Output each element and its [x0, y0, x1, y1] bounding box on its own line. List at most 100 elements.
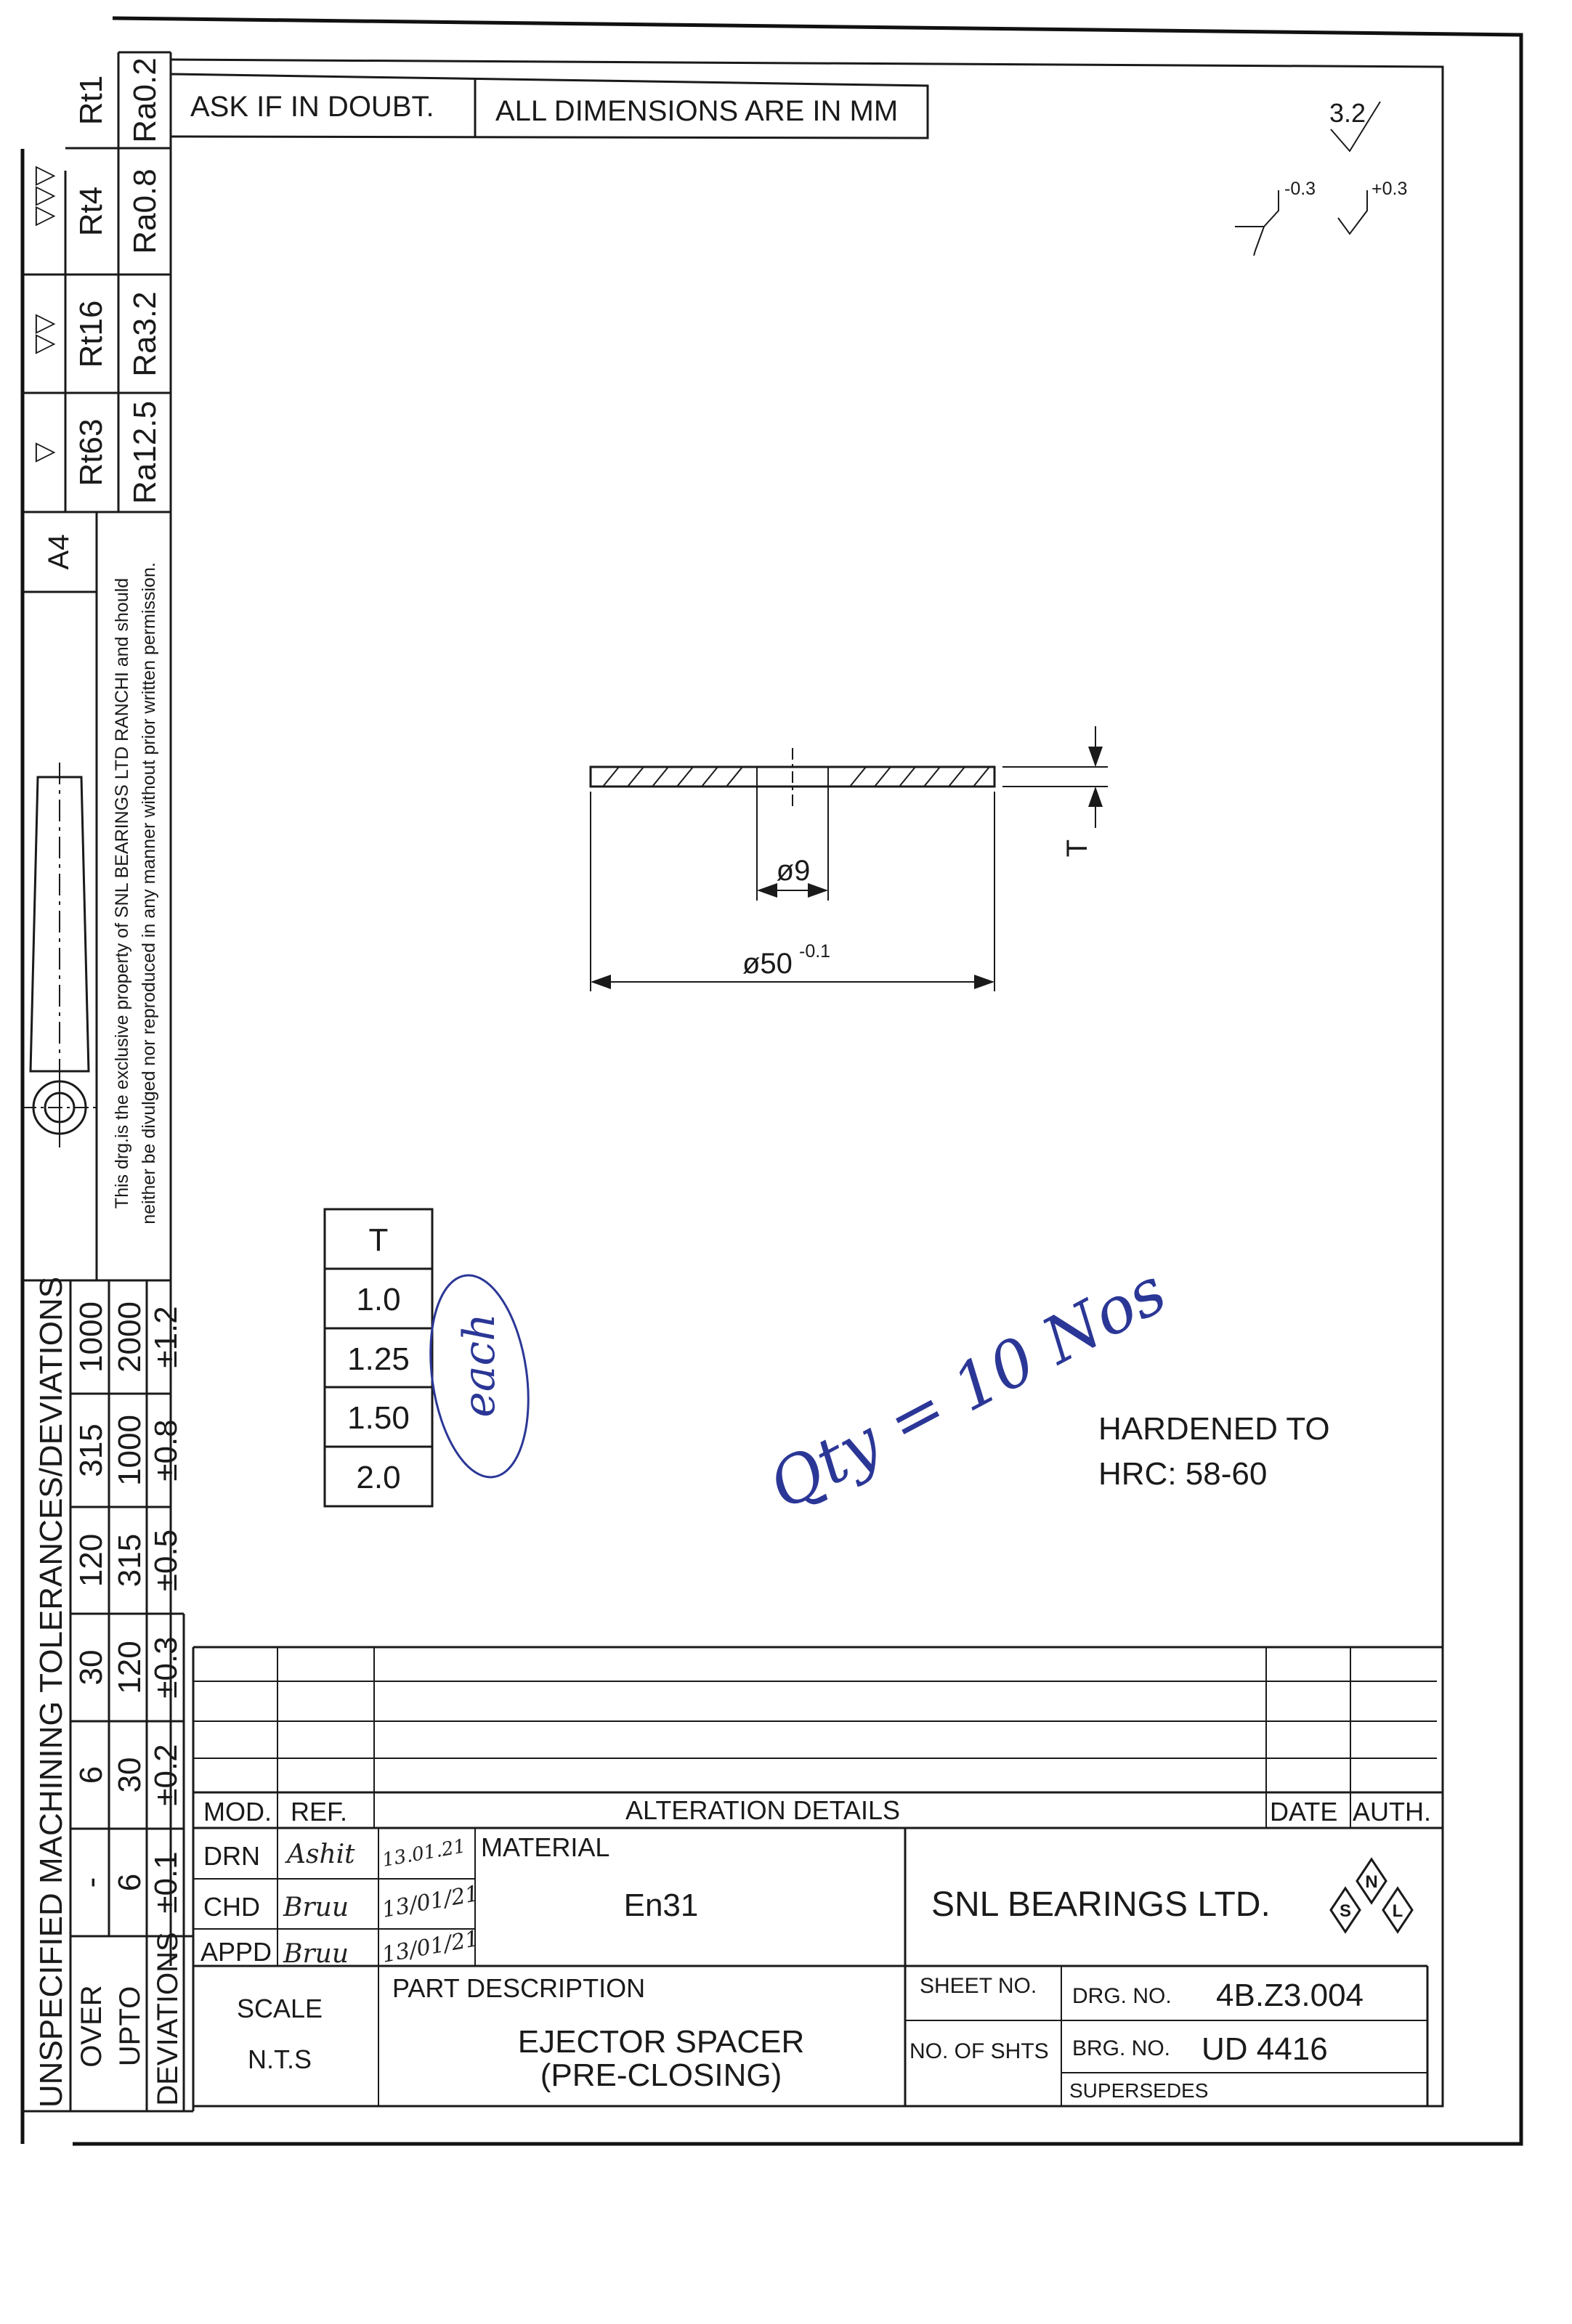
roughness-symbol-icon: ▽▽▽	[28, 166, 58, 226]
thickness-value: 1.50	[347, 1400, 410, 1436]
no-of-sheets-label: NO. OF SHTS	[909, 2039, 1049, 2063]
rt-value: Rt63	[73, 419, 109, 487]
handwritten-notes: each Qty = 10 Nos	[429, 1253, 1178, 1524]
tolerance-upto-value: 120	[112, 1641, 147, 1694]
svg-text:L: L	[1393, 1901, 1403, 1921]
roughness-table: ▽▽▽ ▽▽ ▽ Rt1 Rt4 Rt16 Rt63 Ra0.2 Ra0.8 R…	[23, 51, 172, 513]
ra-value: Ra3.2	[127, 291, 163, 376]
hatch-line	[676, 766, 694, 787]
ra-value: Ra12.5	[127, 401, 163, 504]
tolerance-over-value: 6	[73, 1766, 109, 1784]
mod-header: MOD.	[203, 1797, 272, 1827]
tolerance-dev-value: ±0.1	[148, 1851, 184, 1913]
drn-label: DRN	[203, 1841, 260, 1871]
svg-text:S: S	[1340, 1901, 1351, 1921]
property-notice-line1: This drg.is the exclusive property of SN…	[112, 578, 132, 1208]
ra-value: Ra0.2	[127, 57, 163, 142]
drg-no-label: DRG. NO.	[1072, 1984, 1172, 2008]
sheet-no-label: SHEET NO.	[920, 1974, 1037, 1998]
tolerance-dev-value: ±1.2	[148, 1306, 184, 1368]
hardening-note-line1: HARDENED TO	[1098, 1411, 1330, 1447]
tolerance-dev-value: ±0.5	[148, 1529, 184, 1591]
roughness-symbol-icon: ▽▽	[28, 314, 58, 354]
svg-text:N: N	[1365, 1872, 1377, 1892]
thickness-value: 2.0	[356, 1460, 400, 1495]
tolerance-over-value: 30	[73, 1650, 109, 1686]
ask-if-in-doubt: ASK IF IN DOUBT.	[190, 91, 434, 123]
rt-value: Rt1	[73, 76, 109, 125]
material-label: MATERIAL	[481, 1832, 609, 1862]
ra-value: Ra0.8	[127, 168, 163, 253]
handwritten-each: each	[454, 1313, 505, 1418]
drawn-date: 13.01.21	[381, 1835, 467, 1872]
surface-finish-symbol: 3.2 -0.3 +0.3	[1235, 98, 1407, 256]
sheet-size: A4	[43, 535, 75, 570]
hatch-line	[627, 766, 644, 787]
drawing-number: 4B.Z3.004	[1216, 1978, 1364, 2013]
rt-value: Rt16	[73, 301, 109, 368]
first-angle-projection-icon	[22, 763, 97, 1147]
hatch-line	[874, 766, 891, 787]
units-note: ALL DIMENSIONS ARE IN MM	[495, 95, 898, 127]
part-section-view: ø9 ø50 -0.1 T	[589, 726, 1108, 991]
approved-by-signature: Bruu	[283, 1939, 349, 1969]
scale-label: SCALE	[237, 1994, 323, 2023]
tolerance-over-value: 120	[73, 1534, 109, 1587]
scale-value: N.T.S	[248, 2044, 312, 2074]
hatch-line	[602, 766, 620, 787]
roughness-check-icon	[1330, 101, 1381, 153]
hardening-note-line2: HRC: 58-60	[1098, 1456, 1267, 1492]
tolerance-upto-value: 315	[112, 1534, 147, 1587]
tolerance-dev-value: ±0.8	[148, 1419, 184, 1481]
hatch-line	[973, 766, 990, 787]
tolerance-plus: +0.3	[1372, 179, 1407, 199]
upto-label: UPTO	[114, 1986, 146, 2066]
thickness-value: 1.25	[347, 1341, 410, 1377]
auth-header: AUTH.	[1353, 1797, 1431, 1827]
hatch-line	[948, 766, 965, 787]
projection-block: A4 This drg.is the exclusive property of…	[22, 512, 171, 1282]
tolerance-dev-value: ±0.2	[148, 1744, 184, 1805]
company-name: SNL BEARINGS LTD.	[931, 1885, 1271, 1924]
tolerance-upto-value: 2000	[112, 1301, 147, 1373]
thickness-value: 1.0	[356, 1282, 400, 1317]
rt-value: Rt4	[73, 187, 109, 236]
tolerance-table: UNSPECIFIED MACHINING TOLERANCES/DEVIATI…	[23, 1277, 195, 2113]
deviations-label: DEVIATIONS	[152, 1932, 184, 2105]
thickness-table: T 1.0 1.25 1.50 2.0	[323, 1208, 434, 1508]
checked-by-signature: Bruu	[283, 1893, 349, 1922]
alteration-table: MOD. REF. ALTERATION DETAILS DATE AUTH.	[193, 1646, 1443, 1966]
supersedes-label: SUPERSEDES	[1069, 2079, 1208, 2102]
snl-logo: S N L	[1329, 1857, 1414, 1934]
material-value: En31	[624, 1888, 699, 1923]
tolerance-upto-value: 1000	[112, 1415, 147, 1486]
hatch-line	[726, 766, 743, 787]
hatch-line	[652, 766, 669, 787]
title-block: DRN CHD APPD Ashit Bruu Bruu 13.01.21 13…	[193, 1828, 1429, 2106]
tolerance-over-value: -	[73, 1877, 109, 1888]
tolerance-upto-value: 6	[112, 1874, 147, 1891]
chd-label: CHD	[203, 1892, 260, 1922]
general-roughness-value: 3.2	[1329, 98, 1366, 128]
hatch-line	[701, 766, 718, 787]
over-label: OVER	[76, 1985, 108, 2067]
brg-no-label: BRG. NO.	[1072, 2036, 1170, 2060]
tolerance-minus: -0.3	[1284, 179, 1316, 199]
part-description-label: PART DESCRIPTION	[392, 1973, 645, 2003]
outer-diameter: ø50	[742, 948, 793, 980]
tolerance-dev-value: ±0.3	[148, 1636, 184, 1698]
date-header: DATE	[1270, 1797, 1337, 1827]
appd-label: APPD	[200, 1937, 272, 1967]
roughness-symbol-icon: ▽	[28, 442, 58, 463]
tolerance-over-value: 315	[73, 1423, 109, 1476]
drawn-by-signature: Ashit	[285, 1840, 355, 1869]
header-notes: ASK IF IN DOUBT. ALL DIMENSIONS ARE IN M…	[170, 73, 929, 139]
tolerance-upto-value: 30	[112, 1758, 147, 1793]
approved-date: 13/01/21	[380, 1926, 481, 1968]
hatch-line	[849, 766, 867, 787]
hatch-line	[899, 766, 916, 787]
bore-diameter: ø9	[777, 855, 811, 887]
each-circle	[429, 1274, 530, 1479]
tolerance-heading: UNSPECIFIED MACHINING TOLERANCES/DEVIATI…	[33, 1277, 69, 2108]
